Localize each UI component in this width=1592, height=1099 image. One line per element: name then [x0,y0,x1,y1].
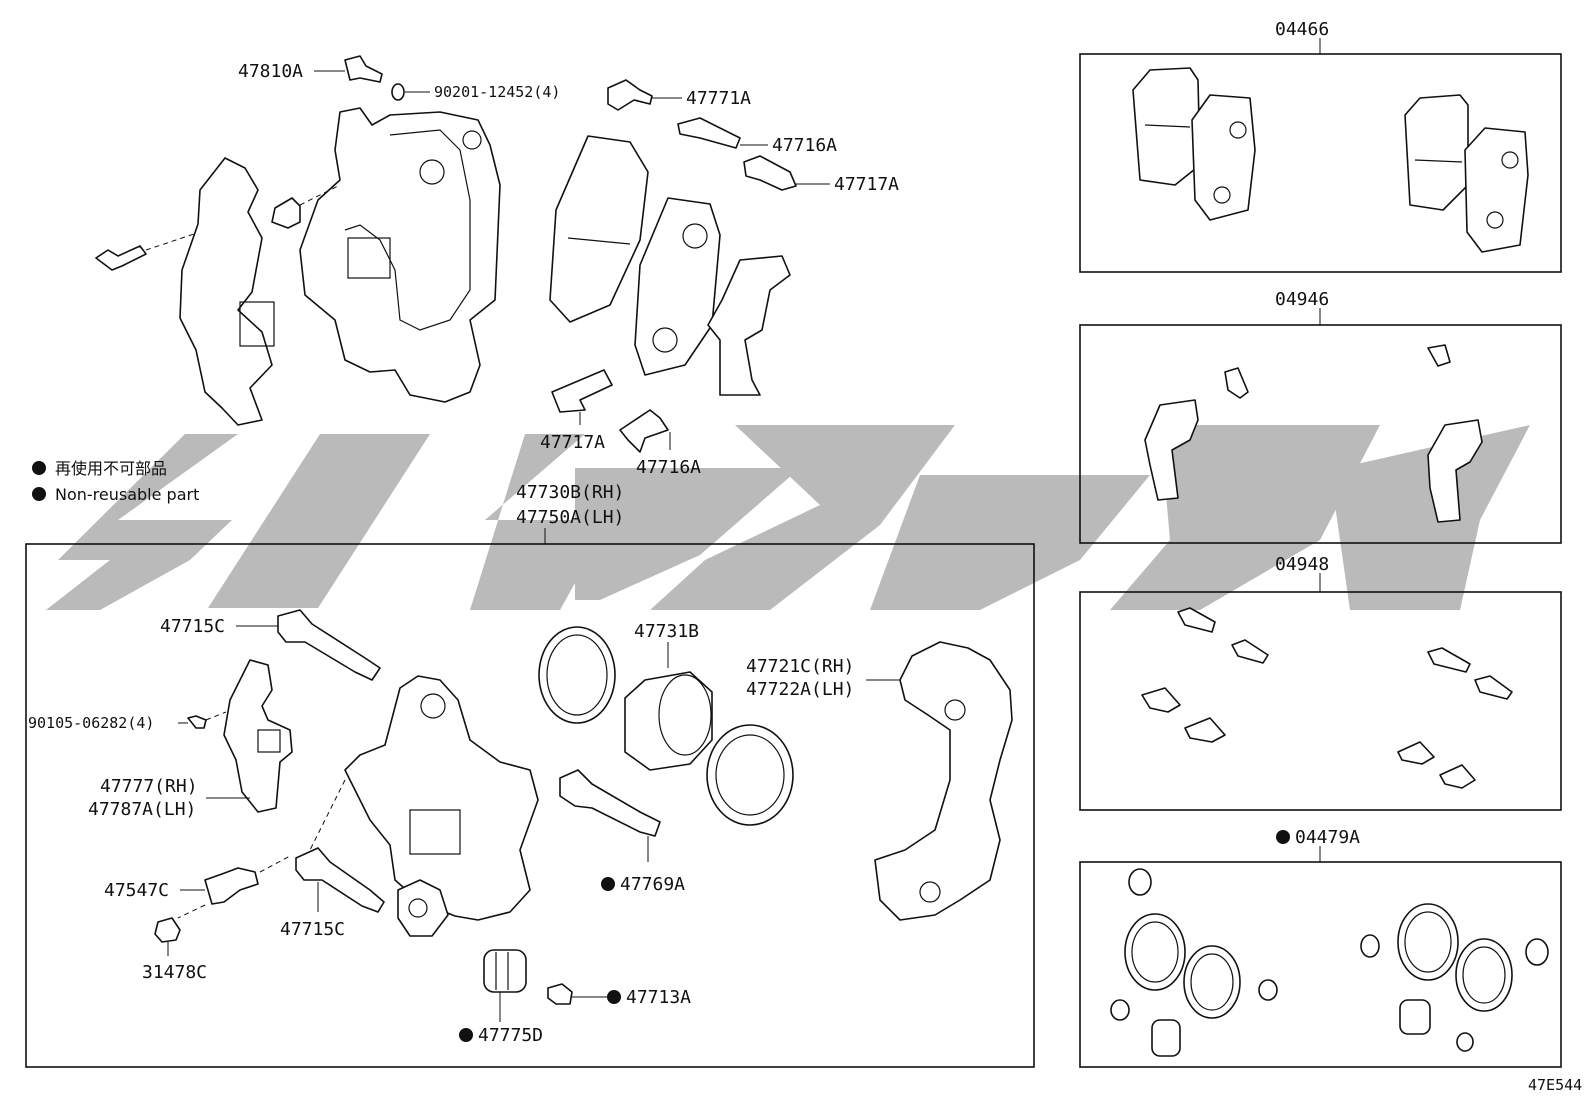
kit-code: 04946 [1275,289,1329,310]
callout-47771a: 47771A [686,88,751,109]
assembly-47730b-47750a: 47730B(RH) 47750A(LH) 47715C 90105-06282… [25,482,1035,1068]
callout-47721c-rh: 47721C(RH) [746,656,854,677]
callout-47716a-bottom: 47716A [636,457,701,478]
kit-04946: 04946 [1079,289,1562,544]
non-reusable-marker [601,877,615,891]
kit-04479a: 04479A [1079,827,1562,1068]
kit-code: 04466 [1275,19,1329,40]
assembly-label-rh: 47730B(RH) [516,482,624,503]
callout-47717a-top: 47717A [834,174,899,195]
assembly-label-lh: 47750A(LH) [516,507,624,528]
watermark-logo [46,425,1530,610]
kit-code: 04479A [1295,827,1360,848]
top-caliper-assembly: 47810A 90201-12452(4) 47771A 47716A 4771… [95,55,899,478]
callout-47715c-top: 47715C [160,616,225,637]
kit-04948: 04948 [1079,554,1562,811]
kit-code: 04948 [1275,554,1329,575]
diagram-code: 47E544 [1528,1076,1582,1094]
callout-47715c-bottom: 47715C [280,919,345,940]
callout-90201: 90201-12452(4) [434,83,560,101]
legend-english: Non-reusable part [55,485,199,504]
callout-47810a: 47810A [238,61,303,82]
callout-31478c: 31478C [142,962,207,983]
callout-47777-rh: 47777(RH) [100,776,198,797]
kit-04466: 04466 [1079,19,1562,273]
non-reusable-marker [1276,830,1290,844]
callout-47731b: 47731B [634,621,699,642]
non-reusable-marker [607,990,621,1004]
callout-47775d: 47775D [478,1025,543,1046]
legend-japanese: 再使用不可部品 [55,459,167,478]
callout-47547c: 47547C [104,880,169,901]
legend: 再使用不可部品 Non-reusable part [32,459,199,504]
callout-47722a-lh: 47722A(LH) [746,679,854,700]
callout-90105: 90105-06282(4) [28,714,154,732]
callout-47769a: 47769A [620,874,685,895]
callout-47716a-top: 47716A [772,135,837,156]
callout-47787a-lh: 47787A(LH) [88,799,196,820]
callout-47717a-bottom: 47717A [540,432,605,453]
callout-47713a: 47713A [626,987,691,1008]
non-reusable-marker [459,1028,473,1042]
